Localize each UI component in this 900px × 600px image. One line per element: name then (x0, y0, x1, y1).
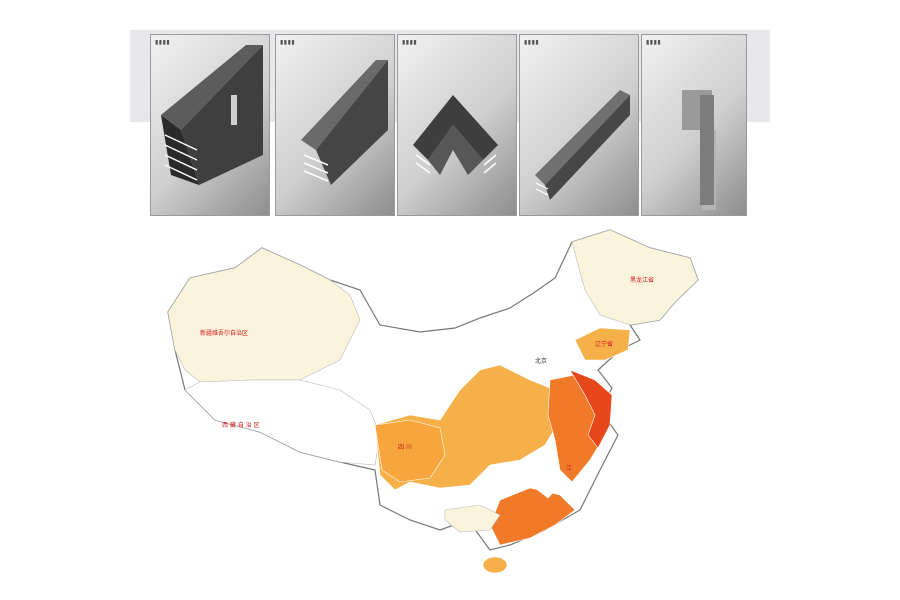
product-image-busway-end-feeder: ▮▮▮▮ (641, 34, 747, 216)
brand-logo: ▮▮▮▮ (280, 39, 296, 46)
region-coast-deep (569, 369, 613, 449)
region-liaoning (574, 327, 631, 361)
label-heilongjiang: 黑龙江省 (630, 276, 654, 284)
region-tibet (184, 379, 381, 466)
brand-logo: ▮▮▮▮ (524, 39, 540, 46)
region-heilongjiang (571, 229, 699, 326)
brand-logo: ▮▮▮▮ (646, 39, 662, 46)
product-image-busway-elbow-joint: ▮▮▮▮ (397, 34, 517, 216)
region-guangxi (444, 504, 501, 533)
label-xinjiang: 新疆维吾尔自治区 (200, 329, 248, 337)
product-image-busway-slim-section: ▮▮▮▮ (519, 34, 639, 216)
label-jiangxi: 江 (566, 465, 572, 472)
label-beijing: 北京 (535, 357, 547, 365)
label-tibet: 西 藏 自 治 区 (222, 421, 260, 429)
label-liaoning: 辽宁省 (595, 340, 613, 348)
label-sichuan: 四 川 (398, 444, 412, 451)
china-map: 新疆维吾尔自治区 西 藏 自 治 区 黑龙江省 辽宁省 北京 四 川 江 (167, 229, 699, 574)
region-xinjiang (167, 247, 361, 383)
product-image-busway-multi-layer: ▮▮▮▮ (150, 34, 270, 216)
region-sichuan (374, 419, 446, 483)
brand-logo: ▮▮▮▮ (402, 39, 418, 46)
region-hainan (482, 556, 508, 574)
product-image-busway-straight-section: ▮▮▮▮ (275, 34, 395, 216)
brand-logo: ▮▮▮▮ (155, 39, 171, 46)
region-jiangxi (534, 464, 561, 499)
